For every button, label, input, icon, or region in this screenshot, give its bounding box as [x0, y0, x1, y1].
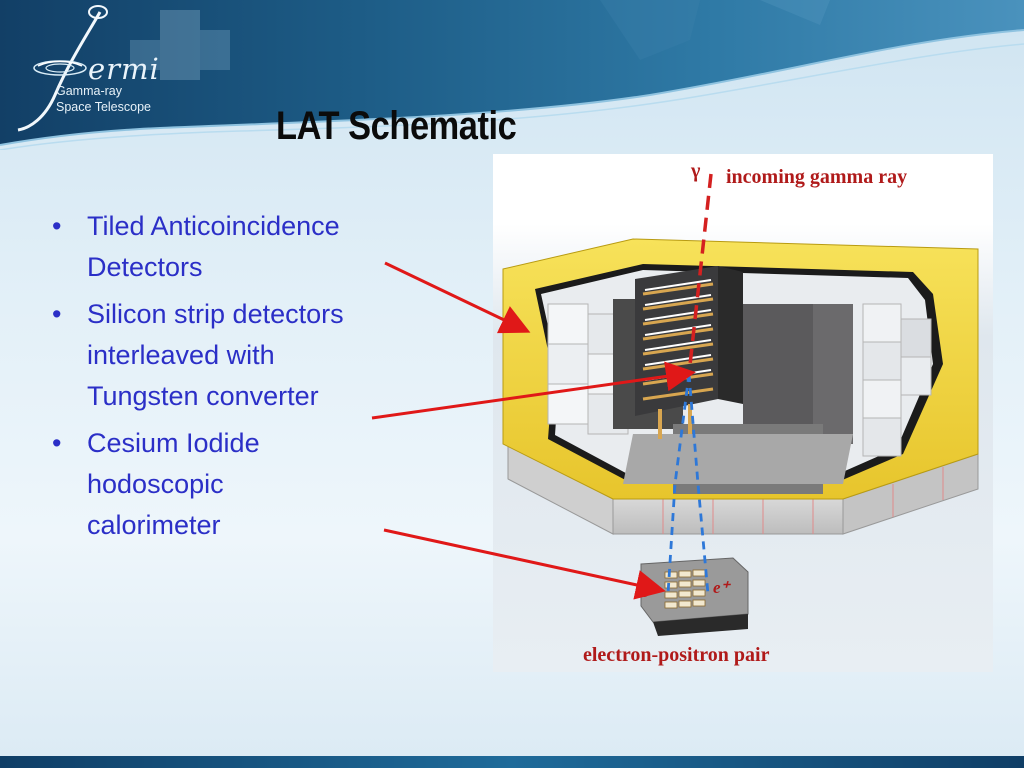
logo-subtitle-line1: Gamma-ray: [56, 84, 122, 98]
calorimeter-module: [640, 557, 749, 636]
bullet-text: Cesium Iodide hodoscopic calorimeter: [87, 428, 260, 540]
base-skirt: [507, 443, 979, 535]
tiled-detectors-right: [862, 303, 932, 457]
bullet-item: • Tiled Anticoincidence Detectors: [44, 206, 344, 288]
header-banner: ermi Gamma-ray Space Telescope: [0, 0, 1024, 150]
logo-subtitle: Gamma-ray Space Telescope: [56, 83, 151, 115]
bullet-text: Silicon strip detectors interleaved with…: [87, 299, 344, 411]
incoming-gamma-label: incoming gamma ray: [726, 166, 908, 188]
positron-track: [687, 373, 710, 595]
bullet-dot-icon: •: [52, 428, 62, 458]
lat-schematic-drawing: [493, 173, 993, 672]
fermi-swoosh-icon: [17, 5, 108, 132]
slide-title: LAT Schematic: [276, 104, 517, 148]
footer-bar: [0, 756, 1024, 768]
header-background: [0, 0, 1024, 150]
bullet-dot-icon: •: [52, 299, 62, 329]
electron-track: [666, 373, 691, 595]
gamma-symbol: γ: [691, 160, 701, 182]
electron-label: e⁻: [641, 582, 658, 601]
lat-schematic-figure: γ incoming gamma ray e⁻ e⁺ electron-posi…: [493, 154, 993, 672]
positron-label: e⁺: [713, 578, 730, 597]
bullet-text: Tiled Anticoincidence Detectors: [87, 211, 340, 282]
bullet-item: • Cesium Iodide hodoscopic calorimeter: [44, 423, 344, 546]
bullet-dot-icon: •: [52, 211, 62, 241]
bullet-item: • Silicon strip detectors interleaved wit…: [44, 294, 344, 417]
gamma-ray-path: [687, 173, 713, 375]
pair-label: electron-positron pair: [583, 644, 770, 666]
satellite-silhouette-icon: [130, 10, 230, 80]
logo-name: ermi: [88, 52, 160, 86]
logo-subtitle-line2: Space Telescope: [56, 100, 151, 114]
bullet-list: • Tiled Anticoincidence Detectors • Silico…: [44, 206, 344, 552]
